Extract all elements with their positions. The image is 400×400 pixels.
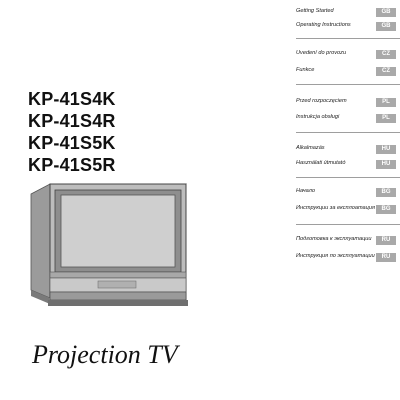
language-badge: BG bbox=[376, 205, 396, 214]
model-name: KP-41S4K bbox=[28, 89, 116, 109]
language-label: Alkalmazás bbox=[296, 145, 325, 151]
language-label: Funkce bbox=[296, 67, 315, 73]
language-badge: RU bbox=[376, 236, 396, 245]
language-badge: BG bbox=[376, 188, 396, 197]
language-label: Инструкция по эксплуатации bbox=[296, 253, 375, 259]
language-badge: RU bbox=[376, 253, 396, 262]
model-name: KP-41S4R bbox=[28, 111, 116, 131]
language-item: Operating Instructions GB bbox=[296, 22, 400, 33]
language-badge: HU bbox=[376, 160, 396, 169]
language-badge: HU bbox=[376, 145, 396, 154]
language-badge: PL bbox=[376, 114, 396, 123]
language-label: Getting Started bbox=[296, 8, 334, 14]
section-divider bbox=[296, 132, 400, 133]
language-label: Uvedení do provozu bbox=[296, 50, 347, 56]
language-badge: GB bbox=[376, 22, 396, 31]
language-label: Подготовка к эксплуатации bbox=[296, 236, 372, 242]
language-item: Getting Started GB bbox=[296, 8, 400, 19]
model-name: KP-41S5R bbox=[28, 155, 116, 175]
language-label: Instrukcja obsługi bbox=[296, 114, 340, 120]
language-item: Uvedení do provozu CZ bbox=[296, 50, 400, 61]
language-item: Инструкции за експлоатация BG bbox=[296, 205, 400, 216]
language-item: Instrukcja obsługi PL bbox=[296, 114, 400, 125]
language-item: Начало BG bbox=[296, 188, 400, 199]
language-label: Használati útmutató bbox=[296, 160, 346, 166]
language-badge: CZ bbox=[376, 50, 396, 59]
section-divider bbox=[296, 38, 400, 39]
product-title: Projection TV bbox=[32, 340, 178, 369]
language-item: Инструкция по эксплуатации RU bbox=[296, 253, 400, 264]
language-list: Getting Started GB Operating Instruction… bbox=[296, 0, 400, 280]
language-label: Przed rozpoczęciem bbox=[296, 98, 347, 104]
language-badge: PL bbox=[376, 98, 396, 107]
language-label: Инструкции за експлоатация bbox=[296, 205, 375, 211]
language-item: Alkalmazás HU bbox=[296, 145, 400, 156]
section-divider bbox=[296, 224, 400, 225]
section-divider bbox=[296, 177, 400, 178]
language-item: Használati útmutató HU bbox=[296, 160, 400, 171]
language-item: Funkce CZ bbox=[296, 67, 400, 78]
model-name: KP-41S5K bbox=[28, 133, 116, 153]
language-badge: CZ bbox=[376, 67, 396, 76]
projection-tv-illustration bbox=[30, 183, 188, 306]
language-label: Начало bbox=[296, 188, 315, 194]
section-divider bbox=[296, 84, 400, 85]
language-item: Przed rozpoczęciem PL bbox=[296, 98, 400, 109]
language-item: Подготовка к эксплуатации RU bbox=[296, 236, 400, 247]
language-label: Operating Instructions bbox=[296, 22, 351, 28]
model-list: KP-41S4K KP-41S4R KP-41S5K KP-41S5R bbox=[28, 88, 116, 176]
language-badge: GB bbox=[376, 8, 396, 17]
